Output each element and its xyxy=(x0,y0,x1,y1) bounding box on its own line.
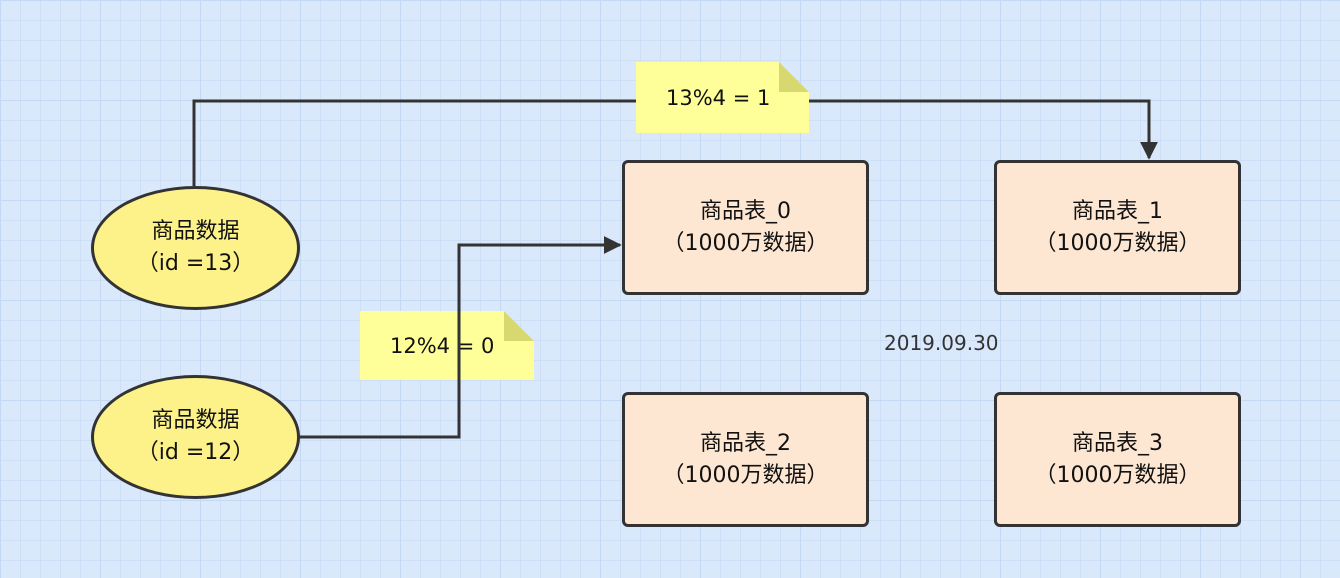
note-mod-13-text: 13%4 = 1 xyxy=(666,85,771,110)
note-mod-12-text: 12%4 = 0 xyxy=(390,333,495,358)
table-node-3[interactable]: 商品表_3 （1000万数据） xyxy=(994,392,1241,527)
table-node-0[interactable]: 商品表_0 （1000万数据） xyxy=(622,160,869,295)
source-node-id-12-id: （id =12） xyxy=(136,440,255,465)
table-node-3-size: （1000万数据） xyxy=(1034,462,1201,488)
source-node-id-12-title: 商品数据 xyxy=(151,408,240,433)
date-label: 2019.09.30 xyxy=(884,331,999,355)
table-node-0-size: （1000万数据） xyxy=(662,230,829,256)
source-node-id-13-title: 商品数据 xyxy=(151,219,240,244)
table-node-2[interactable]: 商品表_2 （1000万数据） xyxy=(622,392,869,527)
source-node-id-12[interactable]: 商品数据 （id =12） xyxy=(91,375,300,499)
source-node-id-13[interactable]: 商品数据 （id =13） xyxy=(91,186,300,310)
table-node-1[interactable]: 商品表_1 （1000万数据） xyxy=(994,160,1241,295)
table-node-2-title: 商品表_2 xyxy=(700,430,791,456)
table-node-0-title: 商品表_0 xyxy=(700,198,791,224)
source-node-id-13-id: （id =13） xyxy=(136,251,255,276)
table-node-1-title: 商品表_1 xyxy=(1072,198,1163,224)
table-node-3-title: 商品表_3 xyxy=(1072,430,1163,456)
table-node-1-size: （1000万数据） xyxy=(1034,230,1201,256)
table-node-2-size: （1000万数据） xyxy=(662,462,829,488)
